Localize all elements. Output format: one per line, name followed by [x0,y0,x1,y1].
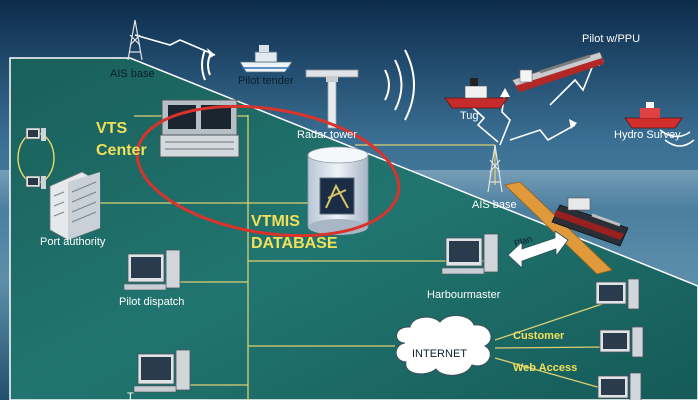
tug-label: Tug [460,110,479,122]
port-authority-building-icon [49,171,101,241]
bottom-partial-label: T [127,391,134,400]
ais-base-top-label: AIS base [110,68,155,80]
pilot-dispatch-computer-icon [123,249,181,291]
pilot-tender-label: Pilot tender [238,75,294,87]
customer-computer-1-icon [595,278,640,310]
hydro-waves [659,129,695,147]
harbourmaster-computer-icon [441,233,499,275]
radio-waves [201,49,415,121]
docked-ship-icon [551,197,629,247]
vts-highlight-ellipse [135,104,401,238]
pilot-ppu-label: Pilot w/PPU [582,33,641,45]
ais-base-tower-top [127,19,143,61]
mini-pc-bottom-icon [25,175,46,189]
radar-tower-label: Radar tower [297,129,357,141]
database-cylinder-icon [307,146,369,235]
bottom-left-computer-icon [133,349,191,393]
tug-icon [444,78,509,109]
ais-base-right-label: AIS base [472,199,517,211]
quay [504,181,613,275]
hydro-survey-icon [624,102,683,129]
vts-center-label-line2: Center [96,142,147,159]
radio-links [134,34,596,146]
mini-pc-top-icon [25,127,46,141]
hydro-survey-label: Hydro Survey [614,129,681,141]
web-access-label: Web Access [513,362,578,374]
internet-label: INTERNET [412,348,467,360]
pilot-tender-icon [239,45,293,73]
customer-computer-2-icon [599,326,644,358]
customer-computer-3-icon [597,372,642,400]
radar-tower-icon [305,69,359,129]
vts-console-icon [159,99,240,158]
harbourmaster-label: Harbourmaster [427,289,501,301]
pilot-ppu-ship-icon [511,51,605,93]
port-authority-label: Port authority [40,236,106,248]
vtmis-label-line1: VTMIS [251,213,300,230]
pilot-dispatch-label: Pilot dispatch [119,296,185,308]
vtmis-label-line2: DATABASE [251,235,338,252]
internet-cloud-icon [395,315,492,376]
plan-arrow [507,230,569,269]
vts-center-label-line1: VTS [96,120,128,137]
customer-label: Customer [513,330,565,342]
ais-base-tower-right [487,144,503,193]
